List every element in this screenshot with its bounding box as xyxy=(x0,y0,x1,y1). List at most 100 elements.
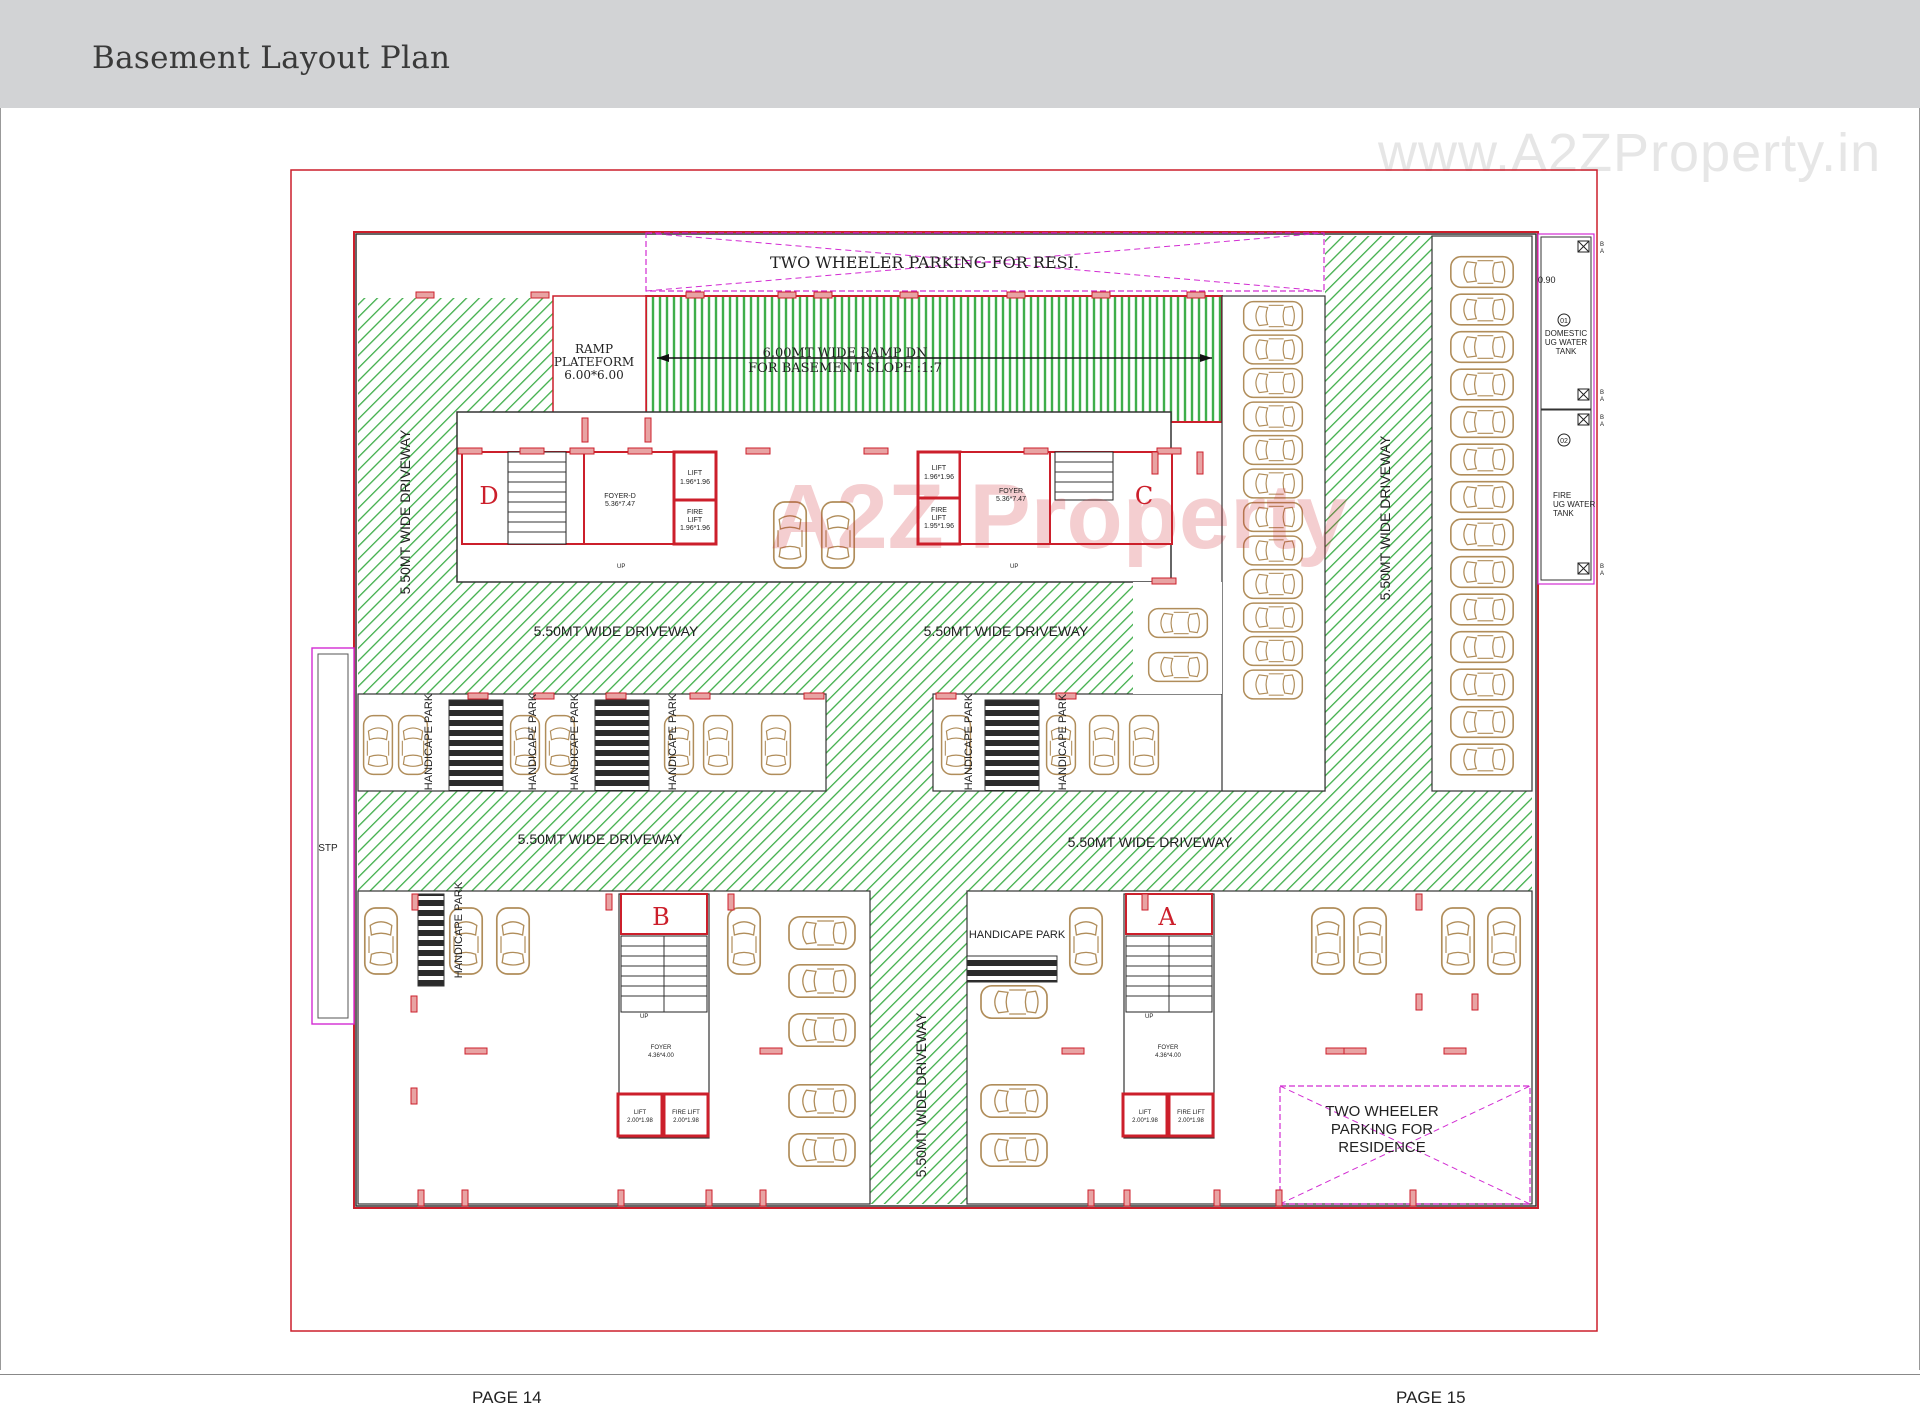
column xyxy=(605,893,613,911)
column xyxy=(1123,1189,1131,1207)
car xyxy=(1242,635,1304,667)
two-wheeler-top-zone xyxy=(645,232,1325,292)
watermark-logo: A2Z Property xyxy=(770,466,1348,568)
handicap-stripes-2 xyxy=(594,699,650,792)
car xyxy=(363,906,399,976)
core-a-label: A xyxy=(1157,903,1176,931)
column xyxy=(464,1047,488,1055)
section-a-2: A xyxy=(1600,397,1604,403)
two-wheeler-bottom-label-3: RESIDENCE xyxy=(1338,1139,1426,1156)
column xyxy=(1343,1047,1367,1055)
column xyxy=(1471,993,1479,1011)
car xyxy=(787,1083,857,1119)
car xyxy=(1449,743,1515,776)
handicap-label-8: HANDICAPE PARK xyxy=(969,929,1066,941)
driveway-label-1: 5.50MT WIDE DRIVEWAY xyxy=(534,623,699,639)
car xyxy=(1449,330,1515,364)
car xyxy=(787,1132,857,1168)
car xyxy=(1068,906,1104,976)
handicap-label-7: HANDICAPE PARK xyxy=(453,881,465,978)
dimension-label: 0.90 xyxy=(1538,275,1556,285)
fire-lift-b-label: FIRE LIFT xyxy=(672,1110,700,1116)
column xyxy=(1443,1047,1467,1055)
column xyxy=(1055,692,1077,700)
column xyxy=(1409,1189,1417,1207)
fire-lift-c-label: FIRE xyxy=(931,507,947,514)
fire-lift-a-size: 2.00*1.98 xyxy=(1178,1118,1204,1124)
two-wheeler-bottom-label-2: PARKING FOR xyxy=(1331,1121,1433,1138)
driveway-label-bottom: 5.50MT WIDE DRIVEWAY xyxy=(913,1012,929,1177)
handicap-stripes-1 xyxy=(448,699,504,792)
handicap-stripes-5 xyxy=(966,955,1058,983)
driveway-label-4: 5.50MT WIDE DRIVEWAY xyxy=(1068,834,1233,850)
handicap-stripes-4 xyxy=(417,893,445,987)
car xyxy=(362,714,394,776)
column xyxy=(644,417,652,443)
stp-area xyxy=(311,647,355,1025)
lift-a-size: 2.00*1.98 xyxy=(1132,1118,1158,1124)
column xyxy=(705,1189,713,1207)
column xyxy=(415,291,435,299)
column xyxy=(1275,1189,1283,1207)
fire-lift-c-label-2: LIFT xyxy=(932,515,947,522)
section-b-3: B xyxy=(1600,415,1604,421)
column xyxy=(411,893,419,911)
car xyxy=(979,984,1049,1020)
plan-labels: TWO WHEELER PARKING FOR RESI. RAMP PLATE… xyxy=(318,242,1604,1177)
column xyxy=(581,417,589,443)
column xyxy=(1156,447,1182,455)
column xyxy=(1415,893,1423,911)
ramp-label-1: 6.00MT WIDE RAMP DN xyxy=(763,346,928,361)
column xyxy=(685,291,705,299)
domestic-tank-label-3: TANK xyxy=(1556,347,1577,356)
driveway-label-right: 5.50MT WIDE DRIVEWAY xyxy=(1377,435,1393,600)
column xyxy=(467,692,489,700)
column xyxy=(1061,1047,1085,1055)
section-b-4: B xyxy=(1600,564,1604,570)
car xyxy=(1449,368,1515,401)
ramp-platform xyxy=(552,295,647,423)
column xyxy=(1186,291,1206,299)
car xyxy=(787,915,857,951)
car xyxy=(1449,518,1515,551)
driveway-label-3: 5.50MT WIDE DRIVEWAY xyxy=(518,831,683,847)
ramp-platform-label-1: RAMP xyxy=(575,342,613,356)
column xyxy=(813,291,833,299)
foyer-d-size: 5.36*7.47 xyxy=(605,501,635,508)
stp-label: STP xyxy=(318,843,338,854)
car xyxy=(1242,602,1304,633)
fire-lift-d-label-2: LIFT xyxy=(688,517,703,524)
car xyxy=(1449,443,1515,476)
column xyxy=(461,1189,469,1207)
car xyxy=(1449,555,1515,589)
lower-right-area xyxy=(966,890,1533,1205)
foyer-a-label: FOYER xyxy=(1158,1045,1179,1051)
column xyxy=(1091,291,1111,299)
car xyxy=(1147,651,1209,683)
car xyxy=(1440,906,1476,976)
car xyxy=(1449,668,1515,701)
car xyxy=(1449,405,1515,439)
lift-b xyxy=(616,1092,664,1138)
domestic-tank-label-2: UG WATER xyxy=(1545,338,1587,347)
column xyxy=(605,692,627,700)
car xyxy=(1449,705,1515,739)
domestic-tank-number: 01 xyxy=(1560,318,1568,325)
driveway-label-left: 5.50MT WIDE DRIVEWAY xyxy=(397,429,413,594)
column xyxy=(530,291,550,299)
car xyxy=(702,714,734,776)
fire-lift-d xyxy=(672,498,718,546)
car xyxy=(1449,480,1515,514)
column xyxy=(457,447,483,455)
column xyxy=(899,291,919,299)
car xyxy=(1242,401,1304,432)
section-a-4: A xyxy=(1600,571,1604,577)
car xyxy=(1242,669,1304,700)
car xyxy=(1147,607,1209,639)
car xyxy=(787,1012,857,1048)
car xyxy=(726,906,762,976)
car xyxy=(1449,593,1515,626)
foyer-c-size: 5.36*7.47 xyxy=(996,496,1026,503)
car xyxy=(1128,714,1160,776)
column xyxy=(863,447,889,455)
